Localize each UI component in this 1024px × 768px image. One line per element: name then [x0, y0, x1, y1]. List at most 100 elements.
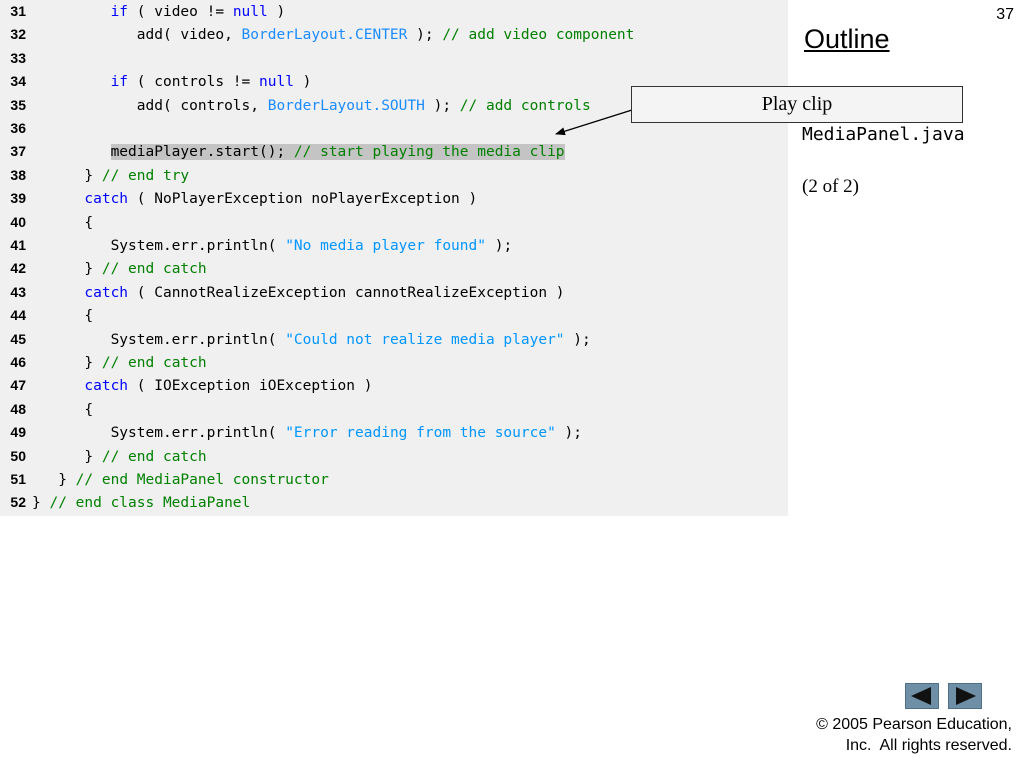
code-content: System.err.println( "Could not realize m… — [111, 332, 591, 348]
code-indent — [32, 27, 137, 43]
code-token-str: "Could not realize media player" — [285, 331, 565, 348]
outline-title[interactable]: Outline — [804, 24, 890, 54]
line-number: 46 — [10, 354, 26, 370]
code-token-kw: catch — [84, 284, 129, 301]
code-token-code: } — [84, 355, 102, 371]
line-number: 40 — [10, 213, 26, 230]
line-number: 38 — [10, 166, 26, 183]
code-content: } // end catch — [84, 449, 206, 465]
code-token-code: } — [32, 495, 50, 512]
copyright-line-2: Inc. All rights reserved. — [845, 737, 1012, 754]
code-token-code: ); — [407, 27, 443, 44]
code-token-code: { — [84, 214, 94, 231]
code-token-code: System.err.println( — [110, 238, 286, 254]
line-number: 31 — [10, 3, 26, 19]
code-indent — [32, 449, 84, 465]
line-number: 48 — [10, 400, 26, 417]
line-number: 39 — [10, 190, 26, 207]
line-number: 34 — [10, 73, 26, 90]
line-number: 49 — [10, 424, 26, 441]
code-content: } // end catch — [84, 355, 206, 371]
code-token-com: // end catch — [101, 261, 207, 278]
code-token-code: } — [58, 472, 76, 488]
code-token-code: ) — [293, 74, 312, 91]
code-indent — [32, 308, 84, 324]
code-token-com: // start playing the media clip — [293, 144, 565, 161]
code-token-com: // add video component — [442, 27, 635, 44]
code-token-code: System.err.println( — [110, 331, 286, 348]
right-arrow-icon — [956, 687, 976, 705]
code-content: { — [84, 308, 93, 324]
file-name: MediaPanel.java — [802, 124, 965, 145]
line-number: 32 — [10, 26, 26, 43]
code-content: System.err.println( "Error reading from … — [111, 425, 582, 441]
line-number: 42 — [10, 260, 26, 277]
line-number: 47 — [10, 377, 26, 394]
code-line: 50 } // end catch — [0, 445, 206, 468]
code-indent — [32, 425, 111, 441]
code-line: 33 — [0, 47, 32, 70]
code-token-code: ); — [424, 97, 460, 114]
line-number: 35 — [10, 96, 26, 113]
code-indent — [32, 98, 137, 114]
next-slide-button[interactable] — [948, 683, 982, 709]
line-number: 45 — [10, 330, 26, 347]
code-line: 38 } // end try — [0, 164, 189, 187]
code-line: 47 catch ( IOException iOException ) — [0, 374, 372, 397]
code-content: add( video, BorderLayout.CENTER ); // ad… — [137, 27, 635, 43]
code-indent — [32, 191, 84, 207]
line-number: 52 — [10, 494, 26, 511]
code-token-code: add( video, — [136, 27, 242, 44]
code-token-code: } — [84, 448, 102, 465]
code-content: } // end catch — [84, 261, 206, 277]
line-number: 50 — [10, 447, 26, 464]
code-indent — [32, 332, 111, 348]
left-arrow-icon — [911, 687, 931, 705]
highlighted-code: mediaPlayer.start(); // start playing th… — [110, 144, 565, 161]
line-number: 51 — [10, 471, 26, 487]
code-line: 52} // end class MediaPanel — [0, 491, 250, 514]
copyright-line-1: © 2005 Pearson Education, — [816, 716, 1012, 733]
code-line: 39 catch ( NoPlayerException noPlayerExc… — [0, 187, 477, 210]
code-token-code: } — [84, 167, 102, 184]
line-number: 33 — [10, 49, 26, 66]
copyright-notice: © 2005 Pearson Education, Inc. All right… — [816, 714, 1012, 756]
code-line: 36 — [0, 117, 32, 140]
code-content: { — [84, 215, 93, 231]
code-line: 31 if ( video != null ) — [0, 0, 285, 23]
code-indent — [32, 215, 84, 231]
callout-play-clip: Play clip — [631, 86, 963, 123]
code-token-code: ); — [485, 238, 513, 254]
code-token-code: ( IOException iOException ) — [128, 378, 373, 395]
code-token-code: ( NoPlayerException noPlayerException ) — [128, 191, 478, 208]
code-token-code: { — [84, 401, 94, 418]
code-line: 35 add( controls, BorderLayout.SOUTH ); … — [0, 94, 591, 117]
code-token-kw: catch — [84, 378, 129, 395]
line-number: 37 — [10, 143, 26, 160]
code-token-code: add( controls, — [136, 97, 268, 114]
code-token-com: // end catch — [101, 448, 207, 465]
part-label: (2 of 2) — [802, 176, 859, 197]
code-indent — [32, 472, 58, 488]
code-line: 34 if ( controls != null ) — [0, 70, 311, 93]
code-token-kw: null — [232, 4, 268, 20]
prev-slide-button[interactable] — [905, 683, 939, 709]
code-token-com: // add controls — [459, 97, 591, 114]
code-content: } // end MediaPanel constructor — [58, 472, 329, 488]
code-content: catch ( CannotRealizeException cannotRea… — [84, 285, 564, 301]
code-line: 51 } // end MediaPanel constructor — [0, 468, 329, 491]
code-token-str: "No media player found" — [285, 238, 486, 254]
line-number: 43 — [10, 283, 26, 300]
code-token-code: ); — [564, 331, 591, 348]
code-indent — [32, 285, 84, 301]
code-line: 41 System.err.println( "No media player … — [0, 234, 512, 257]
code-content: catch ( NoPlayerException noPlayerExcept… — [84, 191, 477, 207]
code-token-str: "Error reading from the source" — [285, 425, 556, 442]
code-token-kw: if — [110, 74, 129, 91]
code-line: 49 System.err.println( "Error reading fr… — [0, 421, 582, 444]
code-token-const: BorderLayout.SOUTH — [267, 97, 425, 114]
code-token-code: mediaPlayer.start(); — [110, 144, 294, 161]
code-token-code: ( CannotRealizeException cannotRealizeEx… — [128, 284, 565, 301]
code-token-code: } — [84, 261, 102, 278]
code-token-com: // end try — [101, 167, 190, 184]
